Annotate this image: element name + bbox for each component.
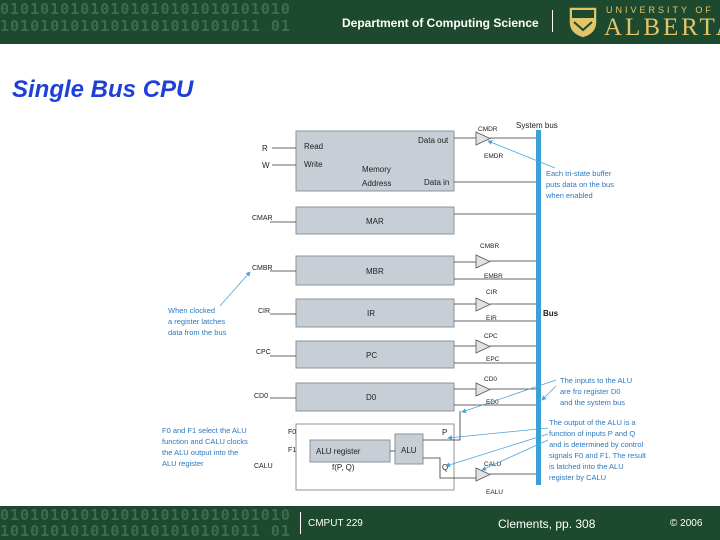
- system-bus-label: System bus: [516, 121, 558, 130]
- buffer-c-mbr: CMBR: [480, 243, 499, 250]
- d0-label: D0: [366, 393, 377, 402]
- footer-banner: 01010101010101010101010101010 1010101010…: [0, 506, 720, 540]
- buffer-c-d0: CD0: [484, 376, 497, 383]
- footer-binary-top: 01010101010101010101010101010: [0, 506, 291, 524]
- svg-text:a register latches: a register latches: [168, 317, 225, 326]
- buffer-e-mdr: EMDR: [484, 153, 503, 160]
- annotation-arrows: [219, 140, 557, 471]
- bus-label: Bus: [543, 309, 559, 318]
- svg-text:puts data on the bus: puts data on the bus: [546, 180, 614, 189]
- reference: Clements, pp. 308: [498, 517, 596, 531]
- c-alu-label: CALU: [254, 463, 273, 470]
- buffer-c-alu: CALU: [484, 461, 502, 468]
- mar-label: MAR: [366, 217, 384, 226]
- memory-address-label: Address: [362, 179, 391, 188]
- svg-text:the ALU output into the: the ALU output into the: [162, 448, 238, 457]
- pc-label: PC: [366, 351, 377, 360]
- svg-text:When clocked: When clocked: [168, 306, 215, 315]
- alu-register-label: ALU register: [316, 447, 361, 456]
- c-pc-label: CPC: [256, 349, 271, 356]
- department-name: Department of Computing Science: [342, 16, 539, 30]
- svg-text:is latched into the ALU: is latched into the ALU: [549, 462, 624, 471]
- buffer-e-d0: ED0: [486, 399, 499, 406]
- buffer-c-ir: CIR: [486, 289, 498, 296]
- svg-text:are fro register D0: are fro register D0: [560, 387, 620, 396]
- note-tristate: Each tri-state buffer puts data on the b…: [545, 169, 614, 200]
- register-pc: PC: [295, 340, 455, 369]
- alu-func-label: f(P, Q): [332, 463, 355, 472]
- university-crest-icon: [568, 6, 598, 39]
- c-mar-label: CMAR: [252, 215, 273, 222]
- svg-text:and is determined by control: and is determined by control: [549, 440, 644, 449]
- buffer-c-mdr: CMDR: [478, 126, 498, 133]
- svg-text:function of inputs P and Q: function of inputs P and Q: [549, 429, 635, 438]
- alu-label: ALU: [401, 446, 417, 455]
- note-clocked: When clocked a register latches data fro…: [168, 306, 227, 337]
- buffer-c-pc: CPC: [484, 333, 498, 340]
- header-divider: [552, 10, 553, 32]
- memory-read-label: Read: [304, 142, 323, 151]
- c-d0-label: CD0: [254, 393, 268, 400]
- svg-text:and the system bus: and the system bus: [560, 398, 625, 407]
- buffer-e-pc: EPC: [486, 356, 500, 363]
- header-banner: 01010101010101010101010101010 1010101010…: [0, 0, 720, 44]
- footer-divider: [300, 512, 301, 534]
- memory-box: [295, 130, 455, 192]
- register-mbr: MBR: [295, 255, 455, 286]
- svg-text:Each tri-state buffer: Each tri-state buffer: [546, 169, 612, 178]
- svg-text:The inputs to the ALU: The inputs to the ALU: [560, 376, 632, 385]
- signal-w: W: [262, 161, 270, 170]
- svg-text:data from the bus: data from the bus: [168, 328, 227, 337]
- signal-f1: F1: [288, 447, 296, 454]
- svg-text:The output of the ALU is a: The output of the ALU is a: [549, 418, 637, 427]
- signal-q: Q: [442, 463, 448, 472]
- svg-text:F0 and F1 select the ALU: F0 and F1 select the ALU: [162, 426, 247, 435]
- system-bus: [536, 130, 541, 485]
- signal-f0: F0: [288, 429, 296, 436]
- memory-data-in-label: Data in: [424, 178, 449, 187]
- university-name: ALBERTA: [604, 14, 720, 41]
- alu-box: [394, 433, 424, 465]
- svg-text:register by CALU: register by CALU: [549, 473, 606, 482]
- buffer-e-mbr: EMBR: [484, 273, 503, 280]
- signal-p: P: [442, 428, 447, 437]
- memory-name: Memory: [362, 165, 391, 174]
- note-alu-output: The output of the ALU is a function of i…: [549, 418, 647, 482]
- buffer-e-alu: EALU: [486, 489, 503, 496]
- copyright: © 2006: [670, 518, 703, 529]
- ir-label: IR: [367, 309, 375, 318]
- c-mbr-label: CMBR: [252, 265, 273, 272]
- svg-text:signals F0 and F1. The result: signals F0 and F1. The result: [549, 451, 647, 460]
- svg-text:ALU register: ALU register: [162, 459, 204, 468]
- course-code: CMPUT 229: [308, 518, 363, 529]
- memory-data-out-label: Data out: [418, 136, 449, 145]
- binary-pattern-top: 01010101010101010101010101010: [0, 0, 291, 18]
- svg-text:function and CALU clocks: function and CALU clocks: [162, 437, 248, 446]
- register-d0: D0: [295, 382, 455, 412]
- register-mar: MAR: [295, 206, 455, 235]
- note-alu-select: F0 and F1 select the ALU function and CA…: [162, 426, 248, 468]
- c-ir-label: CIR: [258, 308, 270, 315]
- register-ir: IR: [295, 298, 455, 328]
- svg-text:when enabled: when enabled: [545, 191, 593, 200]
- binary-pattern-bottom: 10101010101010101010101011 01: [0, 17, 291, 35]
- memory-write-label: Write: [304, 160, 323, 169]
- footer-binary-bottom: 10101010101010101010101011 01: [0, 522, 291, 540]
- signal-r: R: [262, 144, 268, 153]
- mbr-label: MBR: [366, 267, 384, 276]
- buffer-e-ir: EIR: [486, 315, 497, 322]
- university-line: UNIVERSITY OF: [606, 5, 714, 15]
- note-alu-inputs: The inputs to the ALU are fro register D…: [560, 376, 632, 407]
- slide-title: Single Bus CPU: [12, 76, 194, 103]
- tristate-buffers: [475, 131, 491, 482]
